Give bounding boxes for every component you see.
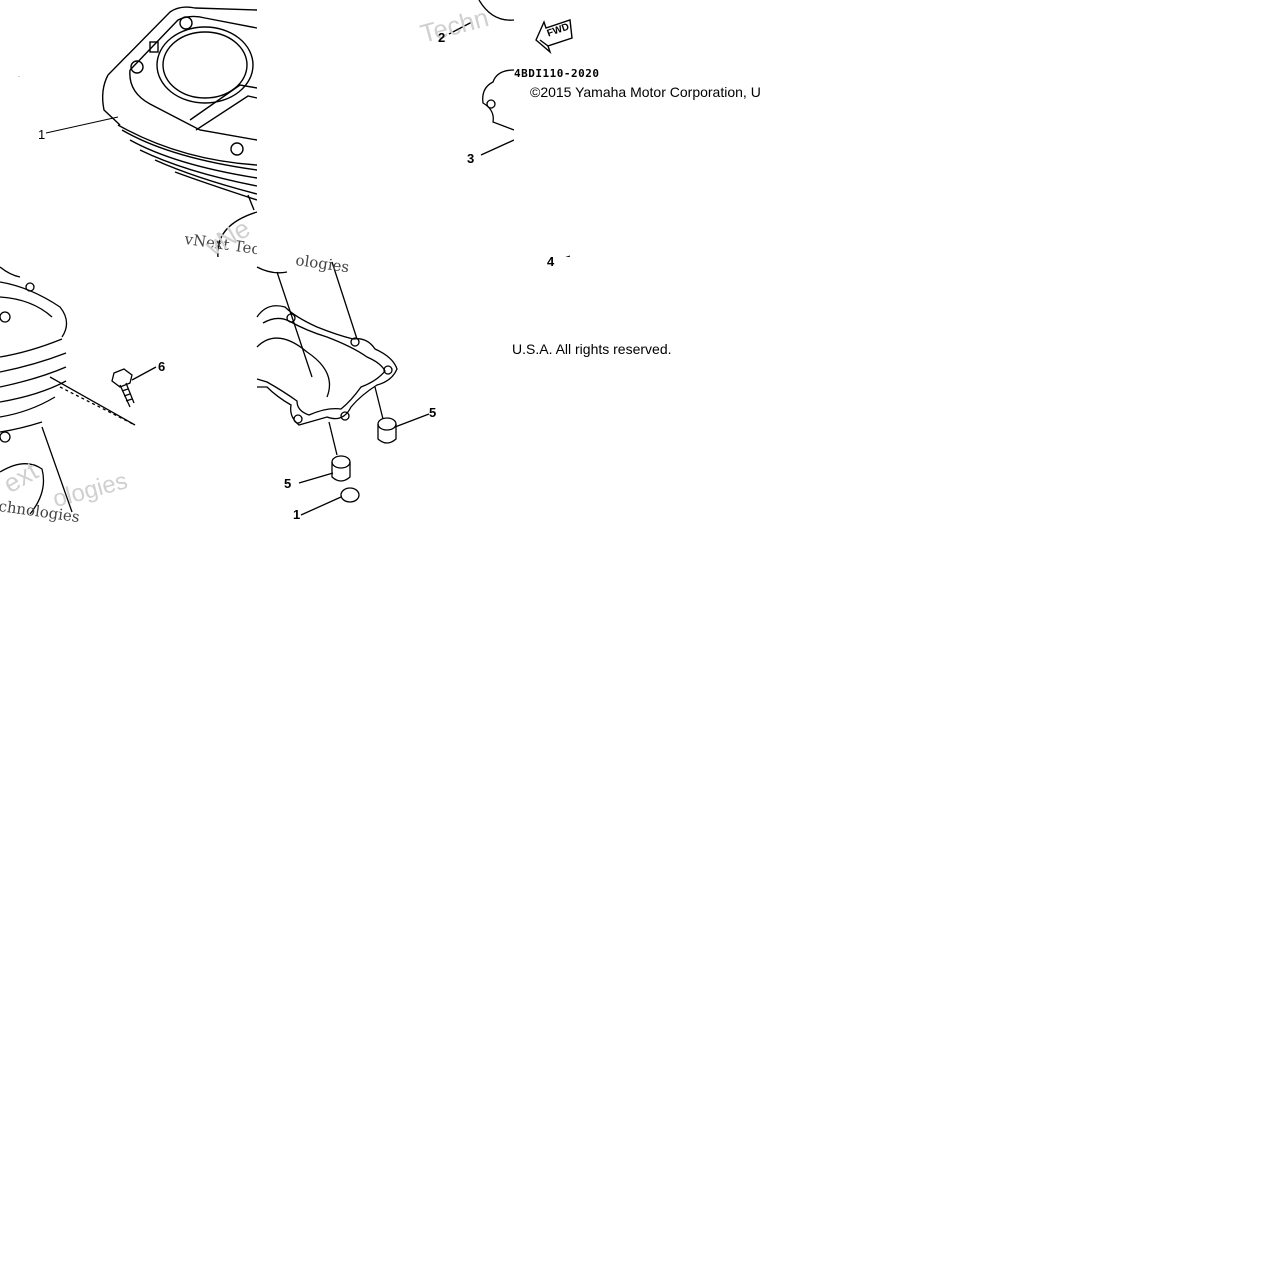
base-gasket-tile: ologies 5 5 1 (256, 251, 514, 521)
dot-mark: · (18, 74, 20, 80)
gasket-top-tile: Techn 2 3 (257, 0, 515, 257)
copyright-line-1: ©2015 Yamaha Motor Corporation, U (530, 84, 761, 100)
callout-4: 4 (547, 254, 555, 269)
cylinder-side-tile: 6 ext ologies chnologies (0, 257, 257, 526)
callout-5-right: 5 (429, 405, 437, 420)
callout-3: 3 (467, 151, 475, 166)
cylinder-top-drawing (45, 6, 258, 258)
part-number: 4BDI110-2020 (514, 67, 600, 80)
gasket-top-drawing (448, 0, 515, 156)
callout-6: 6 (158, 359, 166, 374)
callout-1-top: 1 (38, 127, 46, 142)
base-gasket-drawing (256, 261, 430, 516)
callout-5-left: 5 (284, 476, 292, 491)
cylinder-side-drawing (0, 266, 157, 515)
fwd-arrow (535, 19, 573, 263)
info-tile: FWD 4BDI110-2020 ©2015 Yamaha Motor Corp… (514, 0, 771, 263)
callout-2: 2 (438, 30, 446, 45)
copyright-tile: U.S.A. All rights reserved. (512, 257, 771, 514)
callout-1-bottom: 1 (293, 507, 301, 522)
copyright-line-2: U.S.A. All rights reserved. (512, 341, 672, 357)
cylinder-top-tile: 1 vNext Tec vNe · (0, 0, 261, 262)
